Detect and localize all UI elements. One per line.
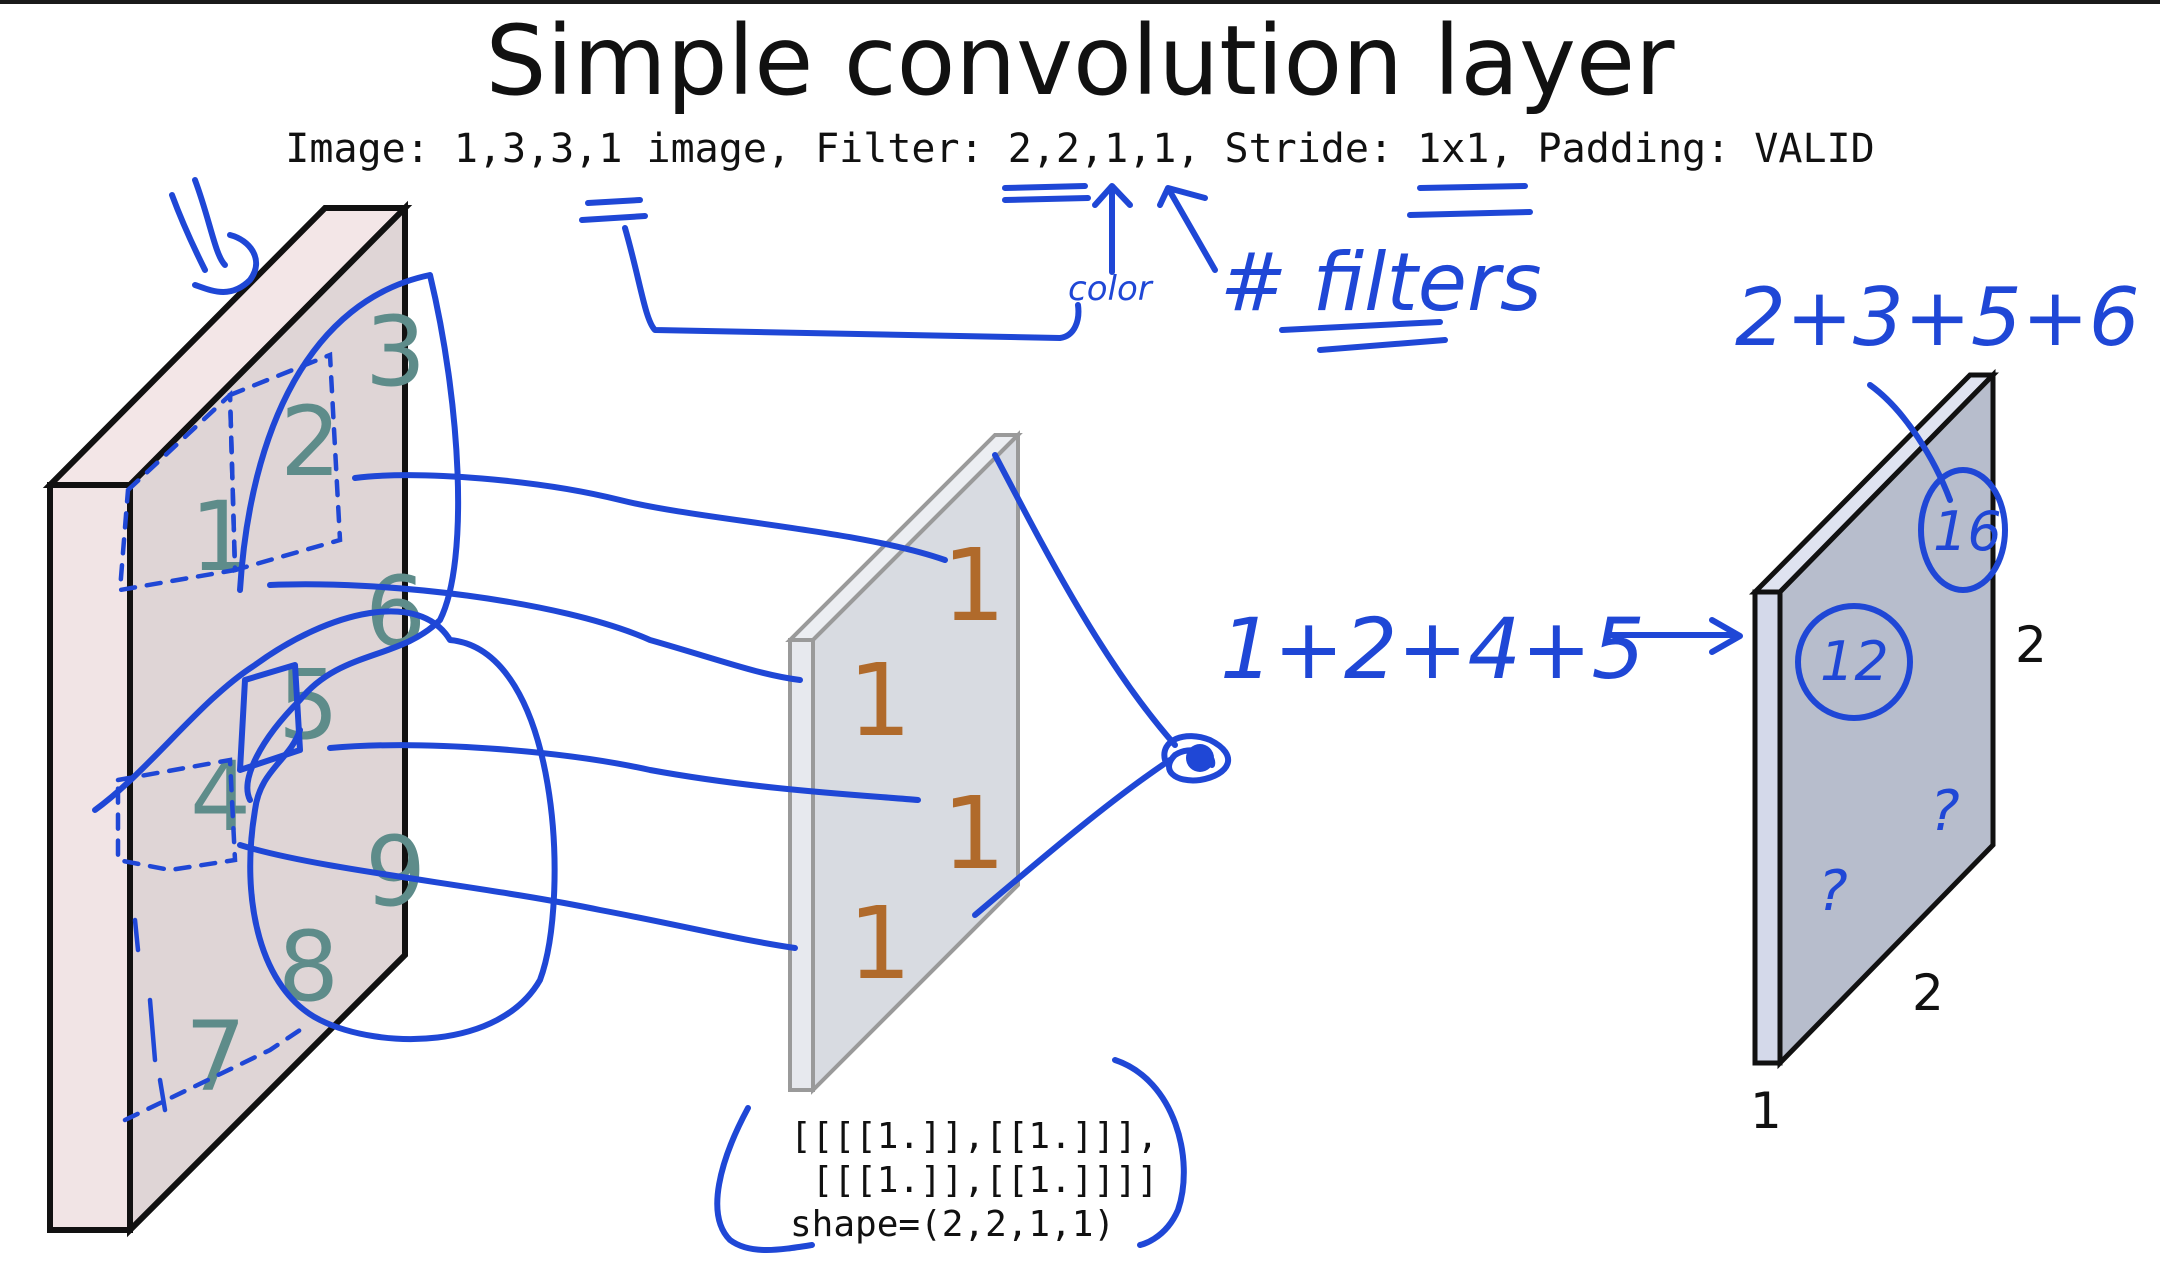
image-cell-8: 8 <box>278 911 339 1023</box>
image-block-side <box>47 482 133 1233</box>
line-cell-2-to-filter <box>352 472 948 563</box>
dashed-line-bottom <box>122 1027 303 1123</box>
input-image-block: 1 2 3 4 5 6 7 8 9 <box>42 200 426 1238</box>
code-line-2: [[[1.]],[[1.]]]] <box>790 1160 1158 1201</box>
filter-block: 1 1 1 1 <box>785 430 1023 1095</box>
filter-cell-3: 1 <box>942 775 1006 892</box>
circle-result-first <box>1795 603 1913 721</box>
unknown-b: ? <box>1818 859 1848 924</box>
code-line-3: shape=(2,2,1,1) <box>790 1204 1115 1245</box>
sum-second: 2+3+5+6 <box>1735 271 2140 364</box>
code-paren-left <box>714 1105 815 1253</box>
filter-cell-4: 1 <box>848 885 912 1002</box>
result-first: 12 <box>1820 630 1889 693</box>
loop-upper-right <box>237 272 462 803</box>
filter-cell-2: 1 <box>848 642 912 759</box>
result-second: 16 <box>1933 500 2002 563</box>
slide-subtitle: Image: 1,3,3,1 image, Filter: 2,2,1,1, S… <box>285 126 1875 172</box>
dashed-box-bottom-left <box>115 757 238 873</box>
arrow-filters <box>1157 185 1218 273</box>
output-width-label: 2 <box>1912 964 1944 1022</box>
line-filter-top-to-dot <box>992 452 1178 748</box>
output-height-label: 2 <box>2015 616 2047 674</box>
slide-title: Simple convolution layer <box>485 5 1675 117</box>
output-block-side <box>1752 589 1783 1066</box>
box-cell-five <box>237 662 303 773</box>
sum-first: 1+2+4+5 <box>1220 600 1645 698</box>
underline-filters-note <box>1279 319 1448 353</box>
top-border <box>0 0 2160 4</box>
line-cell-1-to-filter <box>267 581 803 683</box>
image-cell-7: 7 <box>185 1001 246 1113</box>
code-line-1: [[[[1.]],[[1.]]], <box>790 1116 1158 1157</box>
line-cell-4-to-filter <box>237 842 798 951</box>
underline-stride <box>1407 183 1533 218</box>
unknown-a: ? <box>1930 779 1960 844</box>
filter-code: [[[[1.]],[[1.]]], [[[1.]],[[1.]]]] shape… <box>790 1116 1158 1245</box>
output-block: 2 2 1 <box>1749 368 2047 1140</box>
arrow-to-result-second <box>1867 382 1953 503</box>
filter-block-face <box>811 430 1020 1095</box>
arrow-color <box>1092 183 1133 275</box>
loop-lower-right <box>92 608 558 1043</box>
code-paren-right <box>1112 1057 1187 1248</box>
note-color: color <box>1068 269 1154 309</box>
image-cell-3: 3 <box>365 296 426 408</box>
filter-block-side <box>788 638 815 1092</box>
dashed-box-top-right <box>227 351 343 573</box>
filter-cell-1: 1 <box>942 527 1006 644</box>
output-depth-label: 1 <box>1750 1082 1782 1140</box>
note-filters: # filters <box>1220 236 1542 329</box>
underline-filter <box>1002 183 1091 203</box>
dot-scribble <box>1161 733 1232 784</box>
squiggle-mark <box>169 177 259 295</box>
tick-marks-left <box>132 917 168 1113</box>
handwritten-annotations: color # filters <box>92 177 2140 1253</box>
circle-result-second <box>1918 467 2008 593</box>
underline-image <box>579 197 648 223</box>
bracket-image-to-color <box>622 225 1082 341</box>
line-cell-5-to-filter <box>327 742 921 803</box>
dot-center <box>1186 744 1214 772</box>
arrow-to-output <box>1605 617 1743 655</box>
line-filter-bottom-to-dot <box>972 757 1173 918</box>
